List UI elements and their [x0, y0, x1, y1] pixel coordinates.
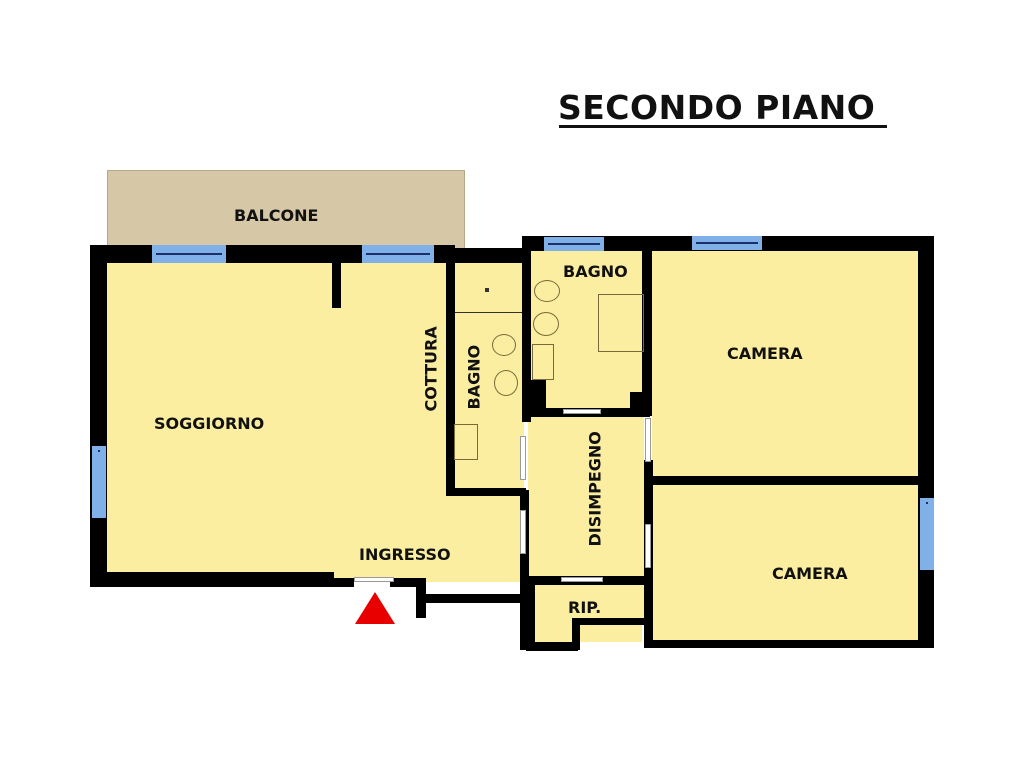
room-ripostiglio: [535, 610, 572, 642]
label-ingresso: INGRESSO: [359, 545, 451, 564]
wall: [642, 236, 652, 416]
label-camera-2: CAMERA: [772, 564, 848, 583]
wall: [416, 594, 530, 603]
door: [645, 524, 651, 568]
drain-icon: [485, 288, 489, 292]
sink-icon: [454, 424, 478, 460]
toilet-icon: [534, 280, 560, 302]
wall: [918, 236, 934, 648]
sink-icon: [532, 344, 554, 380]
window: [544, 237, 604, 251]
floor-title: SECONDO PIANO: [558, 88, 876, 127]
entrance-door: [354, 577, 394, 582]
door: [645, 418, 651, 462]
wall: [520, 490, 529, 650]
door: [561, 577, 603, 582]
wall: [526, 642, 578, 651]
bidet-icon: [533, 312, 559, 336]
wall: [522, 236, 531, 422]
shower-icon: [598, 294, 644, 352]
label-bagno-small: BAGNO: [464, 344, 484, 410]
wall: [330, 578, 354, 587]
wall: [332, 260, 341, 308]
door: [520, 436, 526, 480]
title-underline: [559, 125, 887, 128]
wall: [526, 576, 535, 650]
wall: [446, 260, 455, 496]
label-ripostiglio: RIP.: [568, 598, 602, 617]
window: [920, 498, 934, 570]
label-soggiorno: SOGGIORNO: [154, 414, 265, 433]
wall: [644, 476, 934, 485]
wall: [390, 578, 426, 587]
room-balcone: [107, 170, 465, 250]
door: [520, 510, 526, 554]
window: [692, 236, 762, 250]
wall: [572, 618, 648, 625]
door: [563, 409, 601, 414]
wall: [446, 248, 530, 263]
wall: [90, 245, 107, 587]
room-disimpegno: [528, 416, 644, 576]
window: [152, 245, 226, 263]
room-camera-2: [652, 484, 918, 640]
wall: [572, 618, 580, 650]
entrance-triangle-icon: [355, 592, 395, 624]
window: [92, 446, 106, 518]
label-bagno-main: BAGNO: [563, 262, 628, 281]
toilet-icon: [492, 334, 516, 356]
label-disimpegno: DISIMPEGNO: [585, 431, 605, 547]
wall: [644, 640, 934, 648]
bidet-icon: [494, 370, 518, 396]
label-cottura: COTTURA: [421, 326, 441, 412]
room-ingresso: [330, 490, 520, 582]
wall: [522, 380, 546, 410]
shower-divider: [455, 312, 522, 313]
label-camera-1: CAMERA: [727, 344, 803, 363]
wall: [446, 488, 526, 496]
label-balcone: BALCONE: [234, 206, 319, 225]
wall: [90, 572, 334, 587]
window: [362, 245, 434, 263]
room-camera-1: [652, 250, 918, 476]
